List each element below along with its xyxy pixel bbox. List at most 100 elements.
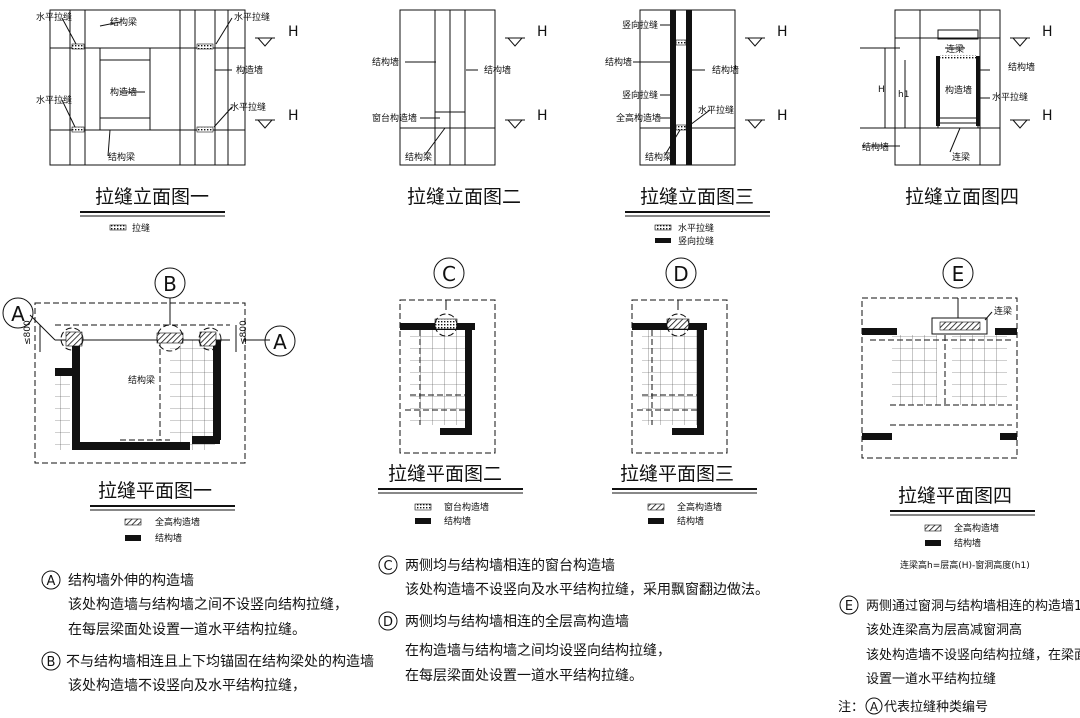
elev2-struct-wall-right: 结构墙 bbox=[484, 64, 511, 76]
plan1-marker-a-left: A bbox=[11, 302, 25, 326]
elev4-frame bbox=[894, 9, 1001, 166]
elev2-sill-wall: 窗台构造墙 bbox=[372, 112, 417, 124]
elev3-title: 拉缝立面图三 bbox=[640, 186, 754, 208]
plan4-marker-e: E bbox=[952, 262, 965, 286]
elev4-dim-h: H bbox=[878, 85, 885, 95]
note-c-line2: 该处构造墙不设竖向及水平结构拉缝，采用飘窗翻边做法。 bbox=[405, 581, 769, 598]
plan1-dim-right: ≤800 bbox=[239, 320, 249, 345]
elev1-frame bbox=[49, 9, 246, 166]
note-e-marker: E bbox=[845, 599, 853, 614]
elev3-h-top: H bbox=[777, 24, 788, 40]
elev1-hseam-tl: 水平拉缝 bbox=[36, 11, 72, 23]
plan1-title: 拉缝平面图一 bbox=[98, 480, 212, 502]
note-d-line2: 在构造墙与结构墙之间均设竖向结构拉缝， bbox=[405, 643, 671, 659]
elev3-vseam-mid: 竖向拉缝 bbox=[622, 89, 658, 101]
elev3-vseam-right bbox=[686, 10, 692, 165]
elev4-h-bottom: H bbox=[1042, 108, 1053, 124]
elev4-hseam: 水平拉缝 bbox=[992, 91, 1028, 103]
plan1-legend-struct-wall: 结构墙 bbox=[155, 532, 182, 544]
elev1-legend: 拉缝 bbox=[132, 222, 150, 234]
note-e-line4: 设置一道水平结构拉缝 bbox=[866, 672, 996, 687]
plan2-legend-sill-wall: 窗台构造墙 bbox=[444, 501, 489, 513]
plan-3: D 拉缝平面图三 全高构造墙 结构墙 bbox=[612, 257, 757, 527]
note-c-marker: C bbox=[383, 559, 392, 574]
plan3-legend-struct-wall: 结构墙 bbox=[677, 515, 704, 527]
note-e-line1: 两侧通过窗洞与结构墙相连的构造墙1 bbox=[866, 598, 1080, 614]
plan2-legend-struct-wall: 结构墙 bbox=[444, 515, 471, 527]
elev3-legend-hseam: 水平拉缝 bbox=[678, 222, 714, 234]
elev3-struct-wall-right: 结构墙 bbox=[712, 64, 739, 76]
plan1-dim-left: ≤800 bbox=[23, 320, 33, 345]
plan4-lintel: 连梁 bbox=[994, 305, 1012, 317]
footnote-marker: A bbox=[870, 700, 879, 714]
plan3-marker-d: D bbox=[673, 262, 688, 286]
note-e-line2: 该处连梁高为层高减窗洞高 bbox=[866, 622, 1022, 638]
elev3-struct-wall-left: 结构墙 bbox=[605, 56, 632, 68]
elev4-title: 拉缝立面图四 bbox=[905, 186, 1019, 208]
note-b-line1: 不与结构墙相连且上下均锚固在结构梁处的构造墙 bbox=[66, 654, 374, 670]
note-c-line1: 两侧均与结构墙相连的窗台构造墙 bbox=[405, 557, 615, 574]
note-a-marker: A bbox=[47, 574, 56, 589]
plan-4: E 连梁 拉缝平面图四 全高构造墙 结构墙 连梁高h=层高(H)-窗洞高度(h1… bbox=[861, 257, 1035, 571]
plan1-marker-b: B bbox=[163, 272, 177, 296]
note-a-line3: 在每层梁面处设置一道水平结构拉缝。 bbox=[68, 622, 306, 638]
plan-2: C 拉缝平面图二 窗台构造墙 结构墙 bbox=[378, 257, 523, 527]
plan4-frame bbox=[861, 297, 1018, 459]
plan3-frame bbox=[631, 299, 728, 454]
elev3-hseam: 水平拉缝 bbox=[698, 104, 734, 116]
plan4-formula: 连梁高h=层高(H)-窗洞高度(h1) bbox=[900, 559, 1030, 571]
plan2-marker-c: C bbox=[442, 262, 456, 286]
elev3-beam: 结构梁 bbox=[645, 151, 672, 163]
elev4-struct-wall-bottom: 结构墙 bbox=[862, 141, 889, 153]
elev4-wall-mid: 构造墙 bbox=[945, 84, 972, 96]
note-d-line1: 两侧均与结构墙相连的全层高构造墙 bbox=[405, 613, 629, 630]
notes: A 结构墙外伸的构造墙 该处构造墙与结构墙之间不设竖向结构拉缝， 在每层梁面处设… bbox=[41, 555, 1080, 715]
elev2-h-bottom: H bbox=[537, 108, 548, 124]
elev3-h-bottom: H bbox=[777, 108, 788, 124]
elev4-h-top: H bbox=[1042, 24, 1053, 40]
elev1-beam-bottom: 结构梁 bbox=[108, 151, 135, 163]
elev4-lintel-top: 连梁 bbox=[946, 43, 964, 55]
plan1-frame bbox=[34, 302, 246, 464]
elevation-2: H H 结构墙 结构墙 窗台构造墙 结构梁 拉缝立面图二 bbox=[372, 9, 548, 208]
elev2-h-top: H bbox=[537, 24, 548, 40]
elev1-beam-top: 结构梁 bbox=[110, 16, 137, 28]
note-a-line1: 结构墙外伸的构造墙 bbox=[68, 573, 194, 589]
plan3-legend-full-wall: 全高构造墙 bbox=[677, 501, 722, 513]
note-d-marker: D bbox=[383, 615, 393, 630]
elevation-1: H H 水平拉缝 结构梁 水平拉缝 构造墙 水平拉缝 构造墙 水平拉缝 结构梁 … bbox=[36, 9, 299, 234]
elev3-legend-vseam: 竖向拉缝 bbox=[678, 235, 714, 247]
plan1-beam: 结构梁 bbox=[128, 374, 155, 386]
elev1-wall-mid: 构造墙 bbox=[110, 86, 137, 98]
note-b-marker: B bbox=[47, 655, 56, 670]
elev3-full-wall: 全高构造墙 bbox=[616, 112, 661, 124]
elev1-hseam-ml: 水平拉缝 bbox=[36, 94, 72, 106]
elev2-frame bbox=[399, 9, 496, 166]
plan4-legend-full-wall: 全高构造墙 bbox=[954, 522, 999, 534]
elevation-3: H H 竖向拉缝 结构墙 结构墙 竖向拉缝 全高构造墙 水平拉缝 结构梁 拉缝立… bbox=[605, 9, 788, 247]
plan3-title: 拉缝平面图三 bbox=[620, 463, 734, 485]
elev4-struct-wall: 结构墙 bbox=[1008, 61, 1035, 73]
plan2-frame bbox=[399, 299, 496, 454]
note-a-line2: 该处构造墙与结构墙之间不设竖向结构拉缝， bbox=[68, 597, 348, 613]
note-e-line3: 该处构造墙不设竖向结构拉缝，在梁面 bbox=[866, 647, 1080, 663]
seam-legend-swatch bbox=[109, 224, 127, 231]
footnote-text: 代表拉缝种类编号 bbox=[884, 700, 988, 715]
footnote-prefix: 注： bbox=[838, 700, 864, 715]
elev1-hseam-tr: 水平拉缝 bbox=[234, 11, 270, 23]
plan4-title: 拉缝平面图四 bbox=[898, 485, 1012, 507]
elev2-title: 拉缝立面图二 bbox=[407, 186, 521, 208]
plan2-title: 拉缝平面图二 bbox=[388, 463, 502, 485]
plan4-legend-struct-wall: 结构墙 bbox=[954, 537, 981, 549]
elev2-beam: 结构梁 bbox=[405, 151, 432, 163]
plan1-legend-full-wall: 全高构造墙 bbox=[155, 516, 200, 528]
elev1-wall-right: 构造墙 bbox=[236, 64, 263, 76]
note-b-line2: 该处构造墙不设竖向及水平结构拉缝， bbox=[68, 678, 306, 694]
note-d-line3: 在每层梁面处设置一道水平结构拉缝。 bbox=[405, 668, 643, 684]
elev3-vseam-left bbox=[670, 10, 676, 165]
elev1-hseam-mr: 水平拉缝 bbox=[230, 101, 266, 113]
elev1-h-top: H bbox=[288, 24, 299, 40]
elev2-struct-wall-left: 结构墙 bbox=[372, 56, 399, 68]
elev1-title: 拉缝立面图一 bbox=[95, 186, 209, 208]
